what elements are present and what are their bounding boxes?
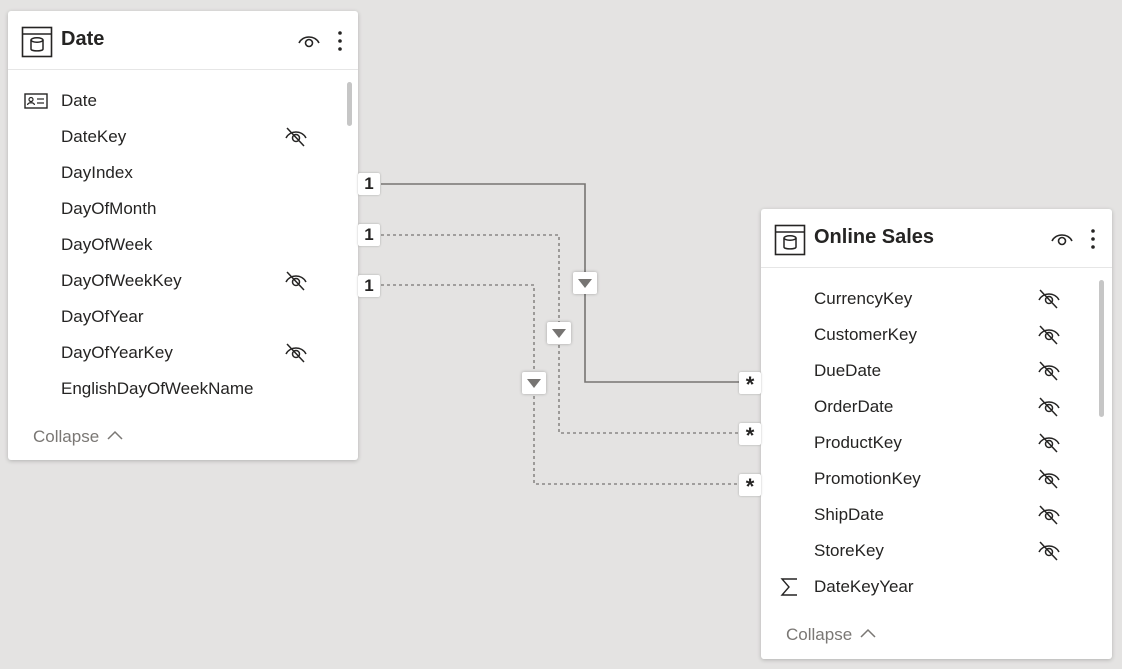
relationship-line-active <box>381 183 740 383</box>
triangle-down-icon <box>527 379 541 388</box>
field-label: Date <box>61 91 97 110</box>
table-header[interactable]: Date <box>8 11 358 70</box>
field-label: CustomerKey <box>814 325 917 344</box>
table-icon <box>774 224 806 256</box>
field-label: DueDate <box>814 361 882 380</box>
field-label: DayIndex <box>61 163 133 182</box>
field-row[interactable]: EnglishDayOfWeekName <box>8 371 358 407</box>
field-row[interactable]: Date <box>8 83 358 119</box>
table-icon <box>21 26 53 58</box>
collapse-label: Collapse <box>786 625 853 644</box>
hidden-eye-icon <box>1038 541 1060 561</box>
field-list[interactable]: Date DateKey DayIndex DayOfMonth DayOfWe… <box>8 83 358 407</box>
hierarchy-icon <box>24 93 48 109</box>
field-row[interactable]: ShipDate <box>761 497 1112 533</box>
field-label: CurrencyKey <box>814 289 913 308</box>
cardinality-one-badge: 1 <box>358 173 380 195</box>
filter-direction-arrow[interactable] <box>522 372 546 394</box>
table-title: Online Sales <box>814 226 935 248</box>
scrollbar-thumb[interactable] <box>1099 280 1104 417</box>
field-label: StoreKey <box>814 541 884 560</box>
sigma-icon <box>780 578 797 596</box>
field-row[interactable]: DateKeyYear <box>761 569 1112 605</box>
hidden-eye-icon <box>1038 289 1060 309</box>
chevron-up-icon <box>107 430 123 440</box>
hidden-eye-icon <box>285 271 307 291</box>
hidden-eye-icon <box>1038 325 1060 345</box>
field-label: DayOfMonth <box>61 199 157 218</box>
hidden-eye-icon <box>285 127 307 147</box>
triangle-down-icon <box>578 279 592 288</box>
field-row[interactable]: CustomerKey <box>761 317 1112 353</box>
field-label: DayOfYear <box>61 307 144 326</box>
field-label: ShipDate <box>814 505 884 524</box>
eye-icon[interactable] <box>297 32 321 50</box>
hidden-eye-icon <box>1038 397 1060 417</box>
field-list[interactable]: CurrencyKey CustomerKey DueDate <box>761 281 1112 605</box>
field-row[interactable]: DayOfYear <box>8 299 358 335</box>
cardinality-many-badge: * <box>739 372 761 397</box>
table-card-online-sales[interactable]: Online Sales CurrencyKey Cus <box>761 209 1112 659</box>
field-row[interactable]: CurrencyKey <box>761 281 1112 317</box>
field-row[interactable]: DueDate <box>761 353 1112 389</box>
field-label: DateKeyYear <box>814 577 914 596</box>
chevron-up-icon <box>860 628 876 638</box>
relationship-line-inactive <box>381 284 740 485</box>
field-row[interactable]: DayOfMonth <box>8 191 358 227</box>
cardinality-one-badge: 1 <box>358 224 380 246</box>
scrollbar-thumb[interactable] <box>347 82 352 126</box>
collapse-button[interactable]: Collapse <box>33 427 124 447</box>
collapse-button[interactable]: Collapse <box>786 625 877 645</box>
field-label: DateKey <box>61 127 127 146</box>
field-label: ProductKey <box>814 433 902 452</box>
collapse-label: Collapse <box>33 427 100 446</box>
more-options-icon[interactable] <box>336 29 344 53</box>
hidden-eye-icon <box>1038 361 1060 381</box>
field-row[interactable]: DateKey <box>8 119 358 155</box>
field-row[interactable]: DayIndex <box>8 155 358 191</box>
hidden-eye-icon <box>285 343 307 363</box>
field-row[interactable]: PromotionKey <box>761 461 1112 497</box>
field-label: DayOfYearKey <box>61 343 173 362</box>
hidden-eye-icon <box>1038 469 1060 489</box>
field-row[interactable]: DayOfWeek <box>8 227 358 263</box>
field-label: EnglishDayOfWeekName <box>61 379 254 398</box>
triangle-down-icon <box>552 329 566 338</box>
filter-direction-arrow[interactable] <box>547 322 571 344</box>
field-row[interactable]: ProductKey <box>761 425 1112 461</box>
table-header[interactable]: Online Sales <box>761 209 1112 268</box>
table-title: Date <box>61 28 105 50</box>
filter-direction-arrow[interactable] <box>573 272 597 294</box>
cardinality-many-badge: * <box>739 474 761 499</box>
field-label: OrderDate <box>814 397 894 416</box>
field-row[interactable]: DayOfWeekKey <box>8 263 358 299</box>
cardinality-many-badge: * <box>739 423 761 448</box>
field-label: DayOfWeek <box>61 235 153 254</box>
hidden-eye-icon <box>1038 433 1060 453</box>
field-label: PromotionKey <box>814 469 921 488</box>
eye-icon[interactable] <box>1050 230 1074 248</box>
hidden-eye-icon <box>1038 505 1060 525</box>
field-row[interactable]: DayOfYearKey <box>8 335 358 371</box>
field-label: DayOfWeekKey <box>61 271 182 290</box>
field-row[interactable]: OrderDate <box>761 389 1112 425</box>
cardinality-one-badge: 1 <box>358 275 380 297</box>
field-row[interactable]: StoreKey <box>761 533 1112 569</box>
table-card-date[interactable]: Date Date <box>8 11 358 460</box>
more-options-icon[interactable] <box>1089 227 1097 251</box>
